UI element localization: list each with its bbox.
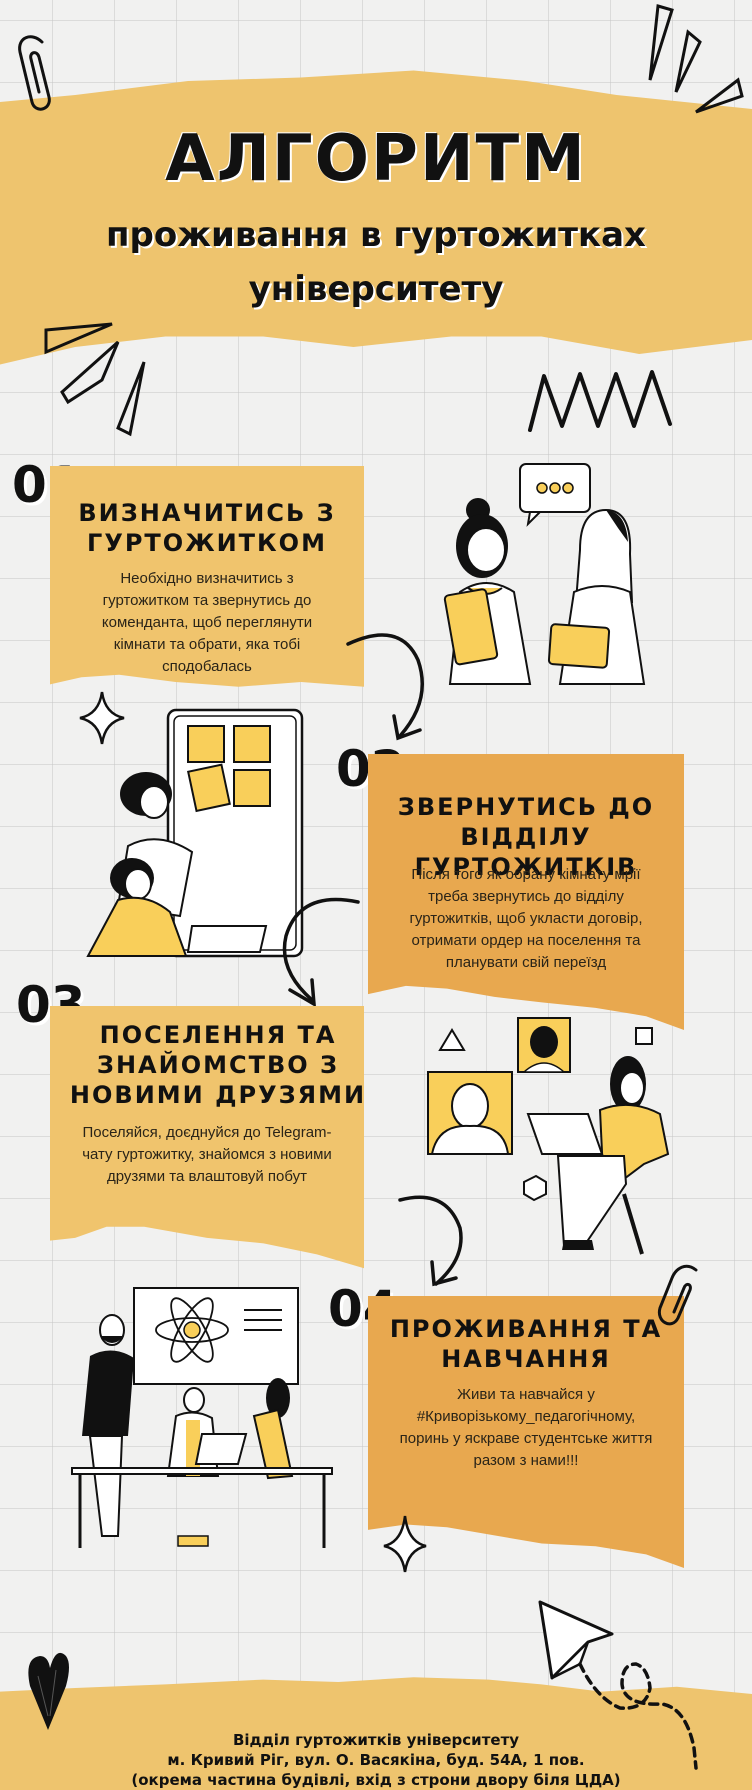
paperclip-icon — [12, 32, 62, 112]
burst-lines-icon — [648, 2, 748, 114]
curved-arrow-icon — [270, 890, 370, 1010]
puzzle-board-illustration — [86, 706, 308, 964]
step-description: Необхідно визначитись з гуртожитком та з… — [101, 570, 313, 675]
burst-lines-icon — [44, 322, 154, 437]
subtitle-line-1: проживання в гуртожитках — [106, 215, 646, 255]
video-call-illustration — [424, 1014, 674, 1255]
page-subtitle: проживання в гуртожитках університету — [0, 208, 752, 316]
speech-bubble-icon — [519, 463, 591, 527]
step-title: ПОСЕЛЕННЯ ТА ЗНАЙОМСТВО З НОВИМИ ДРУЗЯМИ — [69, 1021, 367, 1109]
sparkle-icon — [382, 1514, 428, 1574]
step-title: ПРОЖИВАННЯ ТА НАВЧАННЯ — [389, 1315, 663, 1373]
paper-plane-icon — [536, 1598, 752, 1778]
heart-icon — [26, 1646, 70, 1732]
subtitle-line-2: університету — [248, 269, 504, 309]
footer-note: (окрема частина будівлі, вхід з строни д… — [131, 1771, 621, 1789]
footer-address: Відділ гуртожитків університету м. Криви… — [0, 1730, 752, 1790]
paperclip-icon — [656, 1264, 706, 1334]
step-card-4 — [368, 1296, 684, 1568]
classroom-illustration — [71, 1286, 333, 1548]
zigzag-icon — [528, 368, 752, 438]
step-card-1 — [50, 466, 364, 687]
page-title: АЛГОРИТМ — [165, 122, 587, 196]
step-card-3 — [50, 1006, 364, 1269]
step-description: Після того як обрану кімнату мрії треба … — [409, 866, 643, 971]
footer-department: Відділ гуртожитків університету — [232, 1731, 520, 1749]
step-card-2 — [368, 754, 684, 1030]
step-description: Живи та навчайся у #Криворізькому_педаго… — [399, 1386, 653, 1469]
step-description: Поселяйся, доєднуйся до Telegram- чату г… — [82, 1124, 332, 1185]
step-title: ВИЗНАЧИТИСЬ З ГУРТОЖИТКОМ — [78, 499, 336, 557]
curved-arrow-icon — [340, 620, 450, 741]
step-title: ЗВЕРНУТИСЬ ДО ВІДДІЛУ ГУРТОЖИТКІВ — [397, 793, 655, 881]
header-banner — [0, 70, 752, 365]
footer-street: м. Кривий Ріг, вул. О. Васякіна, буд. 54… — [167, 1751, 585, 1769]
sparkle-icon — [78, 690, 126, 746]
two-women-talking-illustration — [430, 462, 670, 687]
curved-arrow-icon — [396, 1188, 476, 1288]
